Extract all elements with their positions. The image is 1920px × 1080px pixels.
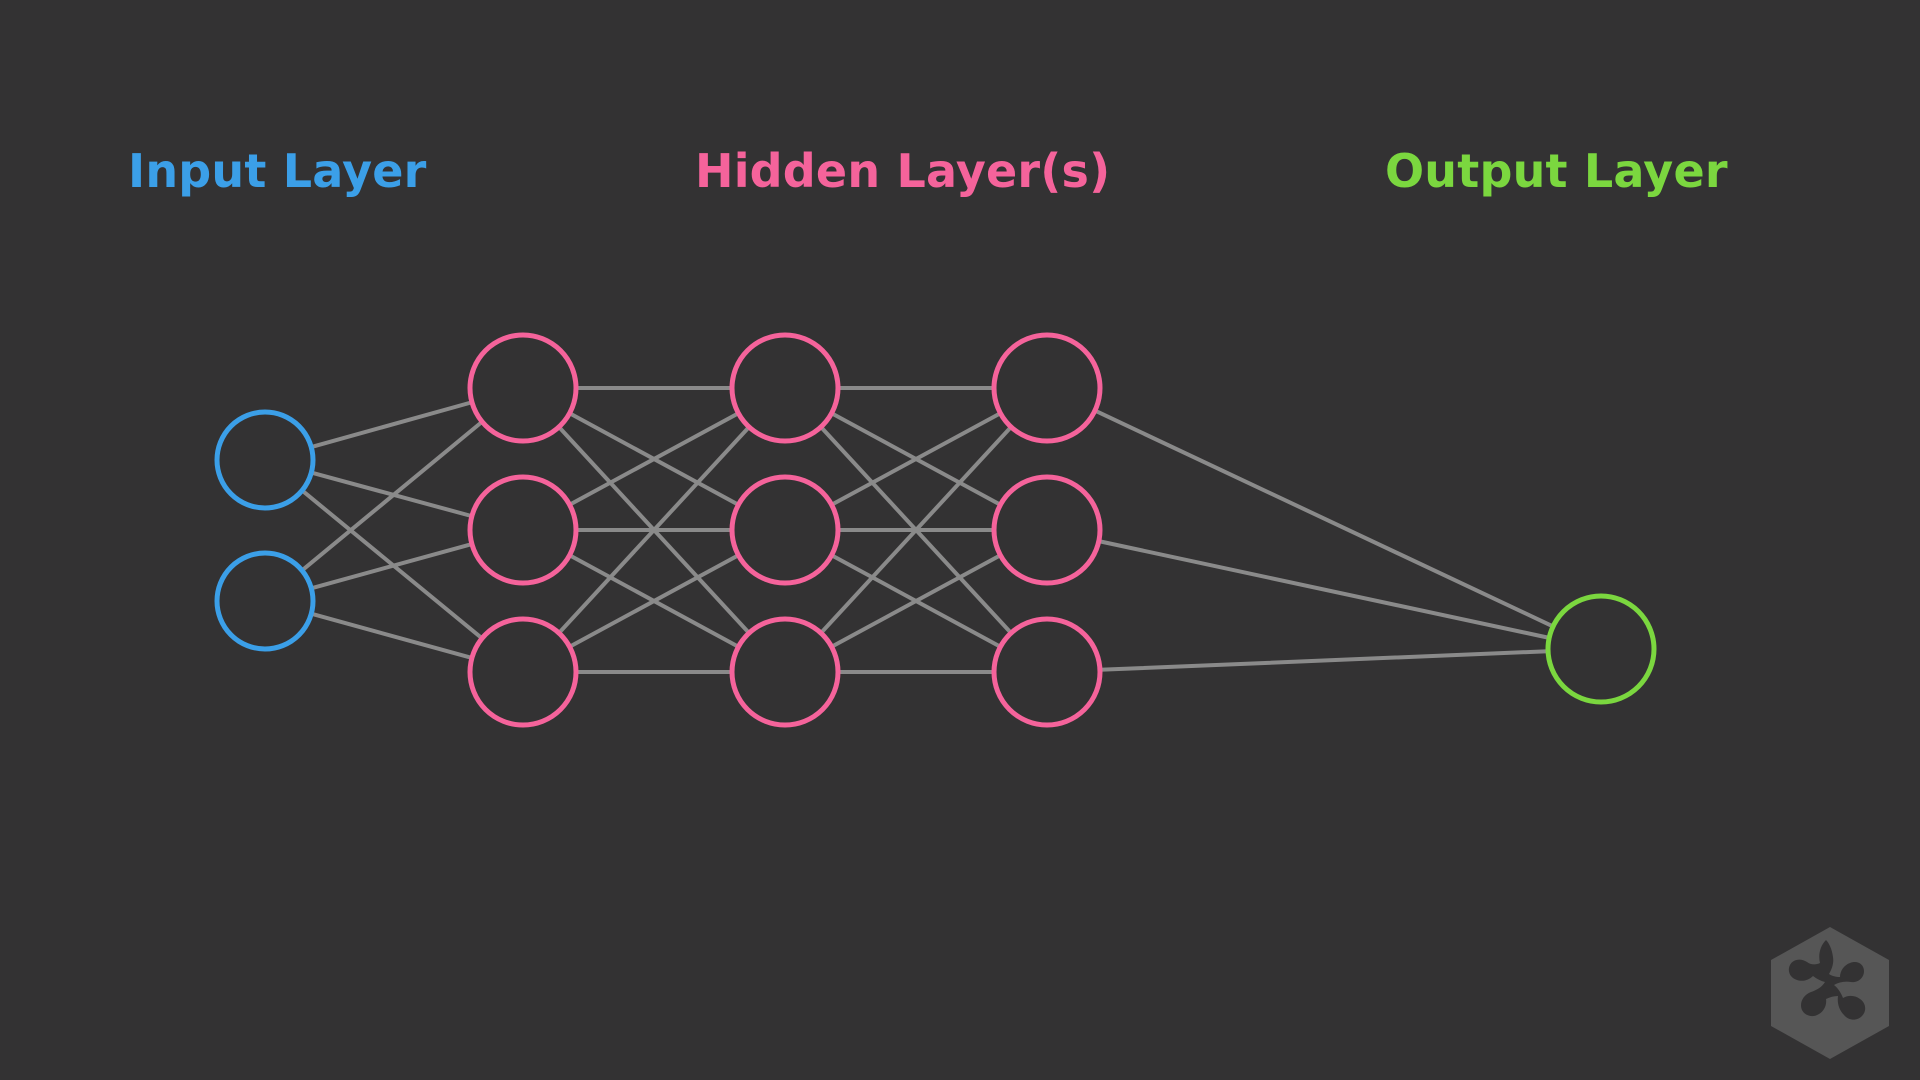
neuron-node-o1 [1545, 593, 1657, 705]
connection-edge [829, 411, 1003, 507]
layer-label-output: Output Layer [1385, 144, 1728, 198]
neuron-node-h2_2 [729, 474, 841, 586]
connection-edge [309, 400, 474, 450]
edge-group [300, 386, 1556, 674]
neuron-node-h1_3 [467, 616, 579, 728]
connection-edge [1097, 649, 1551, 672]
neuron-node-h2_3 [729, 616, 841, 728]
neuron-node-h1_1 [467, 332, 579, 444]
node-group [214, 332, 1657, 728]
connection-edge [1092, 408, 1556, 629]
connection-edge [309, 542, 474, 591]
neuron-node-h1_2 [467, 474, 579, 586]
connection-edge [309, 611, 474, 660]
connection-edge [567, 553, 741, 649]
connection-edge [567, 411, 741, 507]
connection-edge [300, 419, 485, 573]
neuron-node-h3_3 [991, 616, 1103, 728]
connection-edge [818, 424, 1014, 636]
connection-edge [556, 424, 752, 636]
neuron-node-h3_1 [991, 332, 1103, 444]
neuron-node-h3_2 [991, 474, 1103, 586]
layer-label-hidden: Hidden Layer(s) [695, 144, 1111, 198]
connection-edge [829, 553, 1003, 649]
neuron-node-i2 [214, 550, 316, 652]
connection-edge [1096, 539, 1552, 640]
layer-label-input: Input Layer [128, 144, 427, 198]
neuron-node-i1 [214, 409, 316, 511]
neuron-node-h2_1 [729, 332, 841, 444]
